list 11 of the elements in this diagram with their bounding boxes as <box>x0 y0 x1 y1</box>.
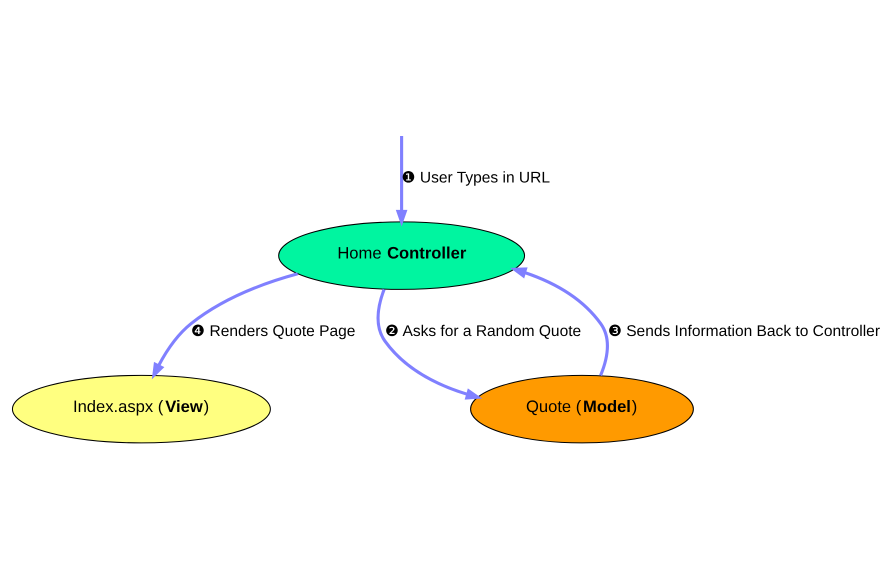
node-ellipse: Quote (Model) <box>470 374 694 444</box>
arrow <box>376 288 482 400</box>
node-ellipse: Home Controller <box>278 221 526 290</box>
node-ellipse: Index.aspx (View) <box>12 374 271 444</box>
edge-label: ❸ Sends Information Back to Controller <box>608 323 880 340</box>
arrow <box>396 136 408 226</box>
edge-label: ❹ Renders Quote Page <box>191 323 356 340</box>
edge-label: ❷ Asks for a Random Quote <box>385 323 582 340</box>
edge-label: ❶ User Types in URL <box>402 170 550 187</box>
arrow <box>510 267 609 376</box>
arrow <box>152 272 298 380</box>
